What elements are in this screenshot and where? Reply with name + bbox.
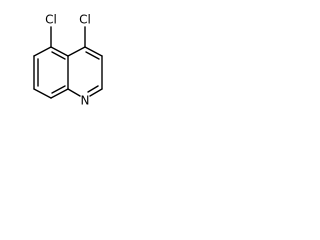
bond-c7-c8 [33, 88, 52, 99]
bond-c5-c6 [33, 46, 52, 57]
structure-canvas: Cl Cl N [0, 0, 146, 138]
bond-c4a-c5 [50, 46, 69, 57]
bond-c4a-c4 [67, 46, 86, 57]
atom-label-cl-right: Cl [79, 13, 91, 27]
atom-label-cl-left: Cl [45, 13, 57, 27]
bond-c4a-c5-inner [51, 51, 66, 60]
bond-c4-c3-inner [85, 51, 100, 60]
bond-c4-c3 [84, 46, 103, 57]
bond-c8-c8a-inner [51, 85, 66, 94]
bond-c2-n1-inner [87, 85, 99, 93]
atom-label-nitrogen: N [81, 94, 90, 108]
bond-lines [33, 26, 103, 99]
bond-c2-n1 [89, 88, 103, 97]
bond-n1-c8a [67, 88, 81, 97]
bond-c8-c8a [50, 88, 69, 99]
molecule-diagram: Cl Cl N [33, 13, 103, 108]
